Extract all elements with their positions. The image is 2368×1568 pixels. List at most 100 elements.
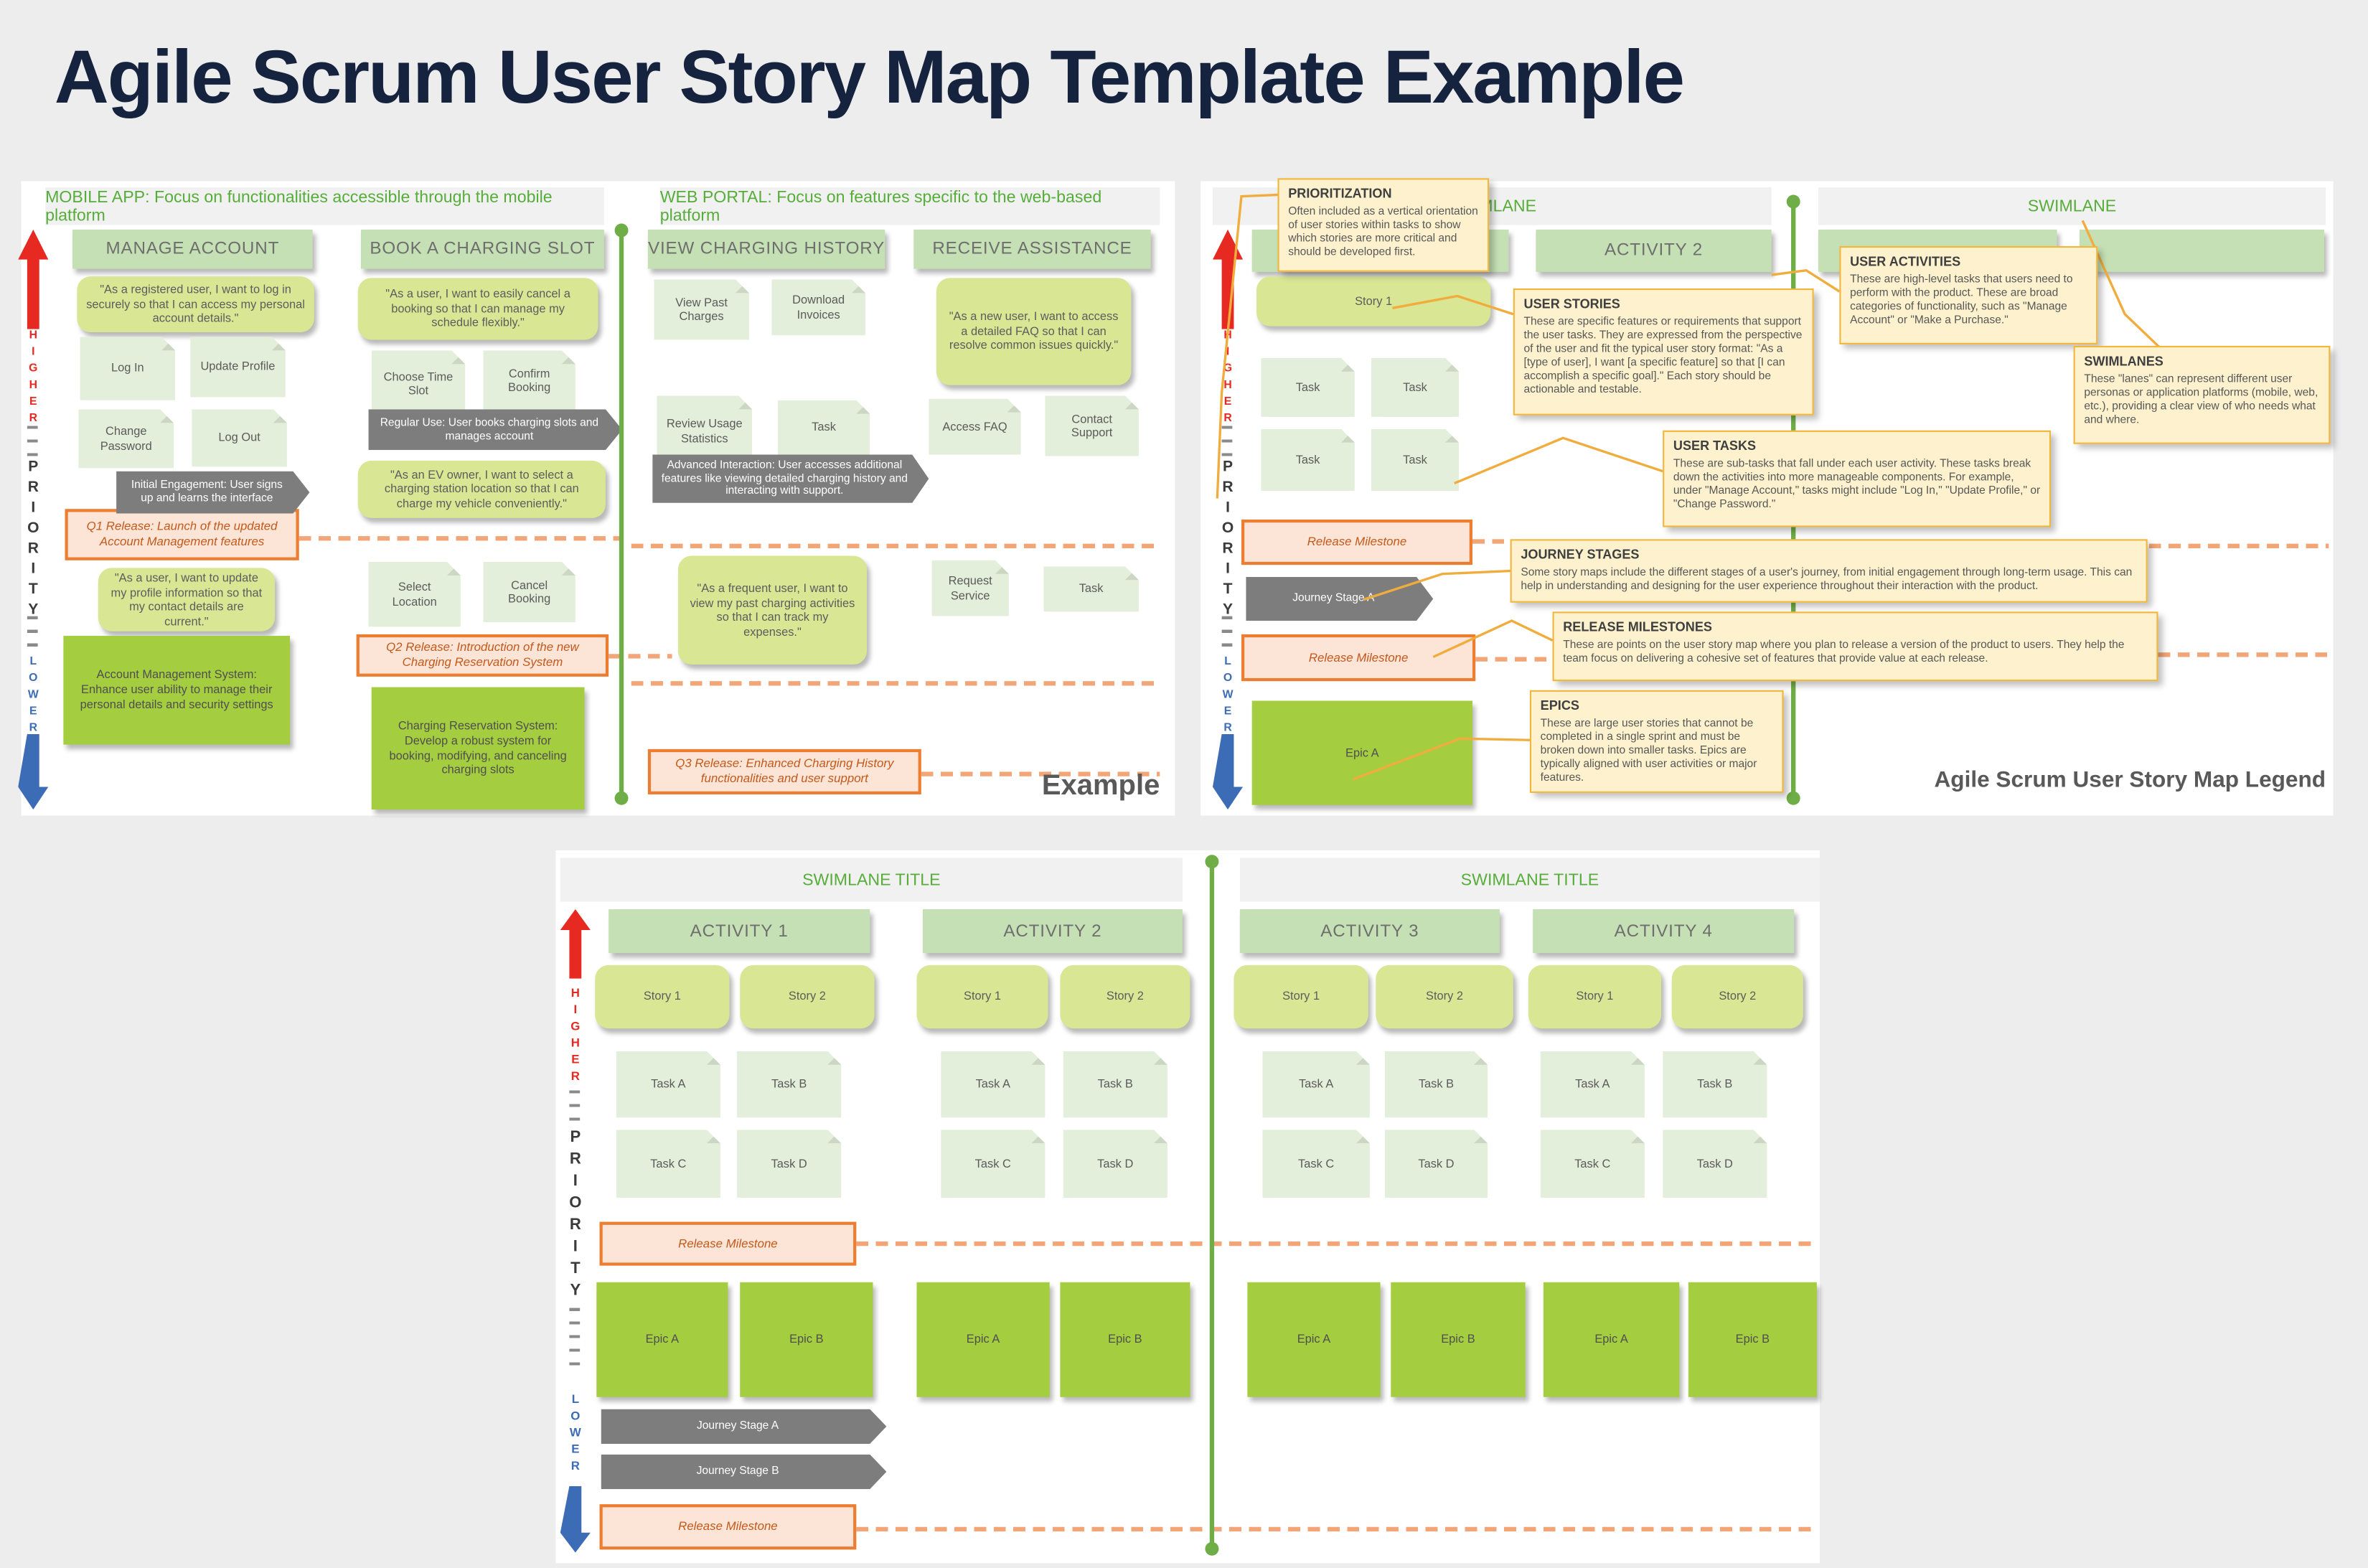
annotation-body: Some story maps include the different st… [1521,565,2133,593]
annotation-title: SWIMLANES [2084,353,2163,369]
task-card-select-location: Select Location [369,562,461,626]
release-dash-q2-left [609,654,672,659]
release-milestone: Release Milestone [1241,634,1476,682]
annotation-title: RELEASE MILESTONES [1563,619,1712,634]
annotation-release-milestones: RELEASE MILESTONES These are points on t… [1552,611,2158,682]
task-card: Task B [1385,1051,1488,1118]
release-milestone: Release Milestone [1241,519,1472,565]
epic-card: Charging Reservation System: Develop a r… [371,687,585,810]
task-card: Task D [1063,1130,1167,1198]
epic-card: Epic A [1247,1282,1381,1397]
page-title: Agile Scrum User Story Map Template Exam… [54,34,1685,120]
task-card: Task [1261,358,1354,417]
annotation-title: EPICS [1540,698,1579,713]
activity-header-receive-assistance: RECEIVE ASSISTANCE [913,229,1151,269]
annotation-swimlanes: SWIMLANES These "lanes" can represent di… [2073,345,2331,444]
task-card-log-in: Log In [80,337,176,400]
epic-card: Epic B [1060,1282,1190,1397]
task-card-update-profile: Update Profile [190,337,286,397]
task-card: Task D [1663,1130,1767,1198]
green-divider-line [1209,858,1215,1553]
story-card: "As a new user, I want to access a detai… [936,278,1132,385]
journey-stage-arrow: Journey Stage A [1246,577,1433,621]
activity-header-manage-account: MANAGE ACCOUNT [72,229,313,269]
legend-caption: Agile Scrum User Story Map Legend [1934,767,2326,793]
task-card: Task C [616,1130,720,1198]
activity-header-1: ACTIVITY 1 [609,909,870,953]
annotation-prioritization: PRIORITIZATION Often included as a verti… [1277,178,1490,272]
release-dash [1472,539,1510,544]
epic-card: Epic B [740,1282,873,1397]
story-card: Story 1 [1528,964,1662,1029]
task-card-change-password: Change Password [78,409,174,468]
annotation-user-tasks: USER TASKS These are sub-tasks that fall… [1663,430,2052,527]
task-card-view-past: View Past Charges [654,279,749,339]
annotation-body: These are specific features or requireme… [1523,314,1803,396]
axis-tick [27,616,38,656]
annotation-journey-stages: JOURNEY STAGES Some story maps include t… [1510,539,2148,603]
activity-header-3: ACTIVITY 3 [1239,909,1500,953]
release-dash [1475,657,1553,662]
annotation-title: USER TASKS [1673,438,1757,454]
axis-tick [569,1308,581,1369]
task-card: Task A [1262,1051,1369,1118]
annotation-title: USER ACTIVITIES [1850,253,1961,269]
green-divider-dot-top [614,223,629,238]
axis-higher-label: HIGHER [568,986,583,1086]
axis-tick [1221,616,1233,656]
release-dash [856,1241,1813,1247]
activity-header-2: ACTIVITY 2 [1536,229,1772,272]
axis-tick [27,426,38,466]
annotation-user-activities: USER ACTIVITIES These are high-level tas… [1839,246,2098,344]
release-dash [856,1526,1813,1532]
task-card: Task B [737,1051,841,1118]
story-card: Story 1 [916,964,1048,1029]
axis-priority-label: PRIORITY [24,459,42,623]
journey-stage-arrow: Journey Stage A [601,1409,887,1444]
task-card-contact-support: Contact Support [1045,395,1138,456]
epic-card: Epic A [1251,700,1472,805]
task-card-choose-time: Choose Time Slot [372,350,465,417]
task-card: Task A [616,1051,720,1118]
axis-priority-label: PRIORITY [1219,459,1236,623]
activity-header-4: ACTIVITY 4 [1533,909,1795,953]
story-card: Story 1 [1256,276,1491,327]
release-milestone-q3: Q3 Release: Enhanced Charging History fu… [647,748,921,795]
green-divider-dot-top [1786,194,1800,209]
story-card: "As a registered user, I want to log in … [77,276,314,333]
green-divider-dot-bottom [1786,791,1800,805]
story-card: Story 2 [1060,964,1190,1029]
example-label: Example [1041,770,1160,802]
release-milestone: Release Milestone [599,1504,857,1550]
release-dash [2148,543,2329,548]
swimlane-header-web: WEB PORTAL: Focus on features specific t… [659,187,1160,225]
task-card: Task C [1541,1130,1645,1198]
task-card-download-invoices: Download Invoices [771,279,865,335]
release-dash-q1-left [299,536,621,541]
story-card: Story 1 [1234,964,1368,1029]
task-card: Task D [737,1130,841,1198]
task-card-log-out: Log Out [192,409,287,466]
story-card: Story 1 [595,964,730,1029]
task-card: Task A [941,1051,1045,1118]
task-card: Task [1371,429,1459,491]
swimlane-header-right: SWIMLANE [1818,187,2326,225]
activity-header-view-history: VIEW CHARGING HISTORY [647,229,885,269]
task-card-generic: Task [1043,566,1139,611]
annotation-body: These "lanes" can represent different us… [2084,371,2318,426]
task-card-confirm-booking: Confirm Booking [483,350,575,410]
annotation-title: JOURNEY STAGES [1521,546,1640,562]
activity-header-2: ACTIVITY 2 [922,909,1183,953]
task-card-generic: Task [778,400,870,455]
release-milestone-q1: Q1 Release: Launch of the updated Accoun… [65,509,299,560]
annotation-body: Often included as a vertical orientation… [1288,204,1478,259]
story-card: Story 2 [740,964,875,1029]
activity-header-blank [2080,229,2324,272]
axis-lower-label: LOWER [568,1391,583,1475]
green-divider-dot-top [1205,855,1219,869]
green-divider-dot-bottom [614,791,629,805]
annotation-epics: EPICS These are large user stories that … [1529,690,1784,793]
task-card: Task C [941,1130,1045,1198]
axis-priority-label: PRIORITY [566,1128,585,1304]
